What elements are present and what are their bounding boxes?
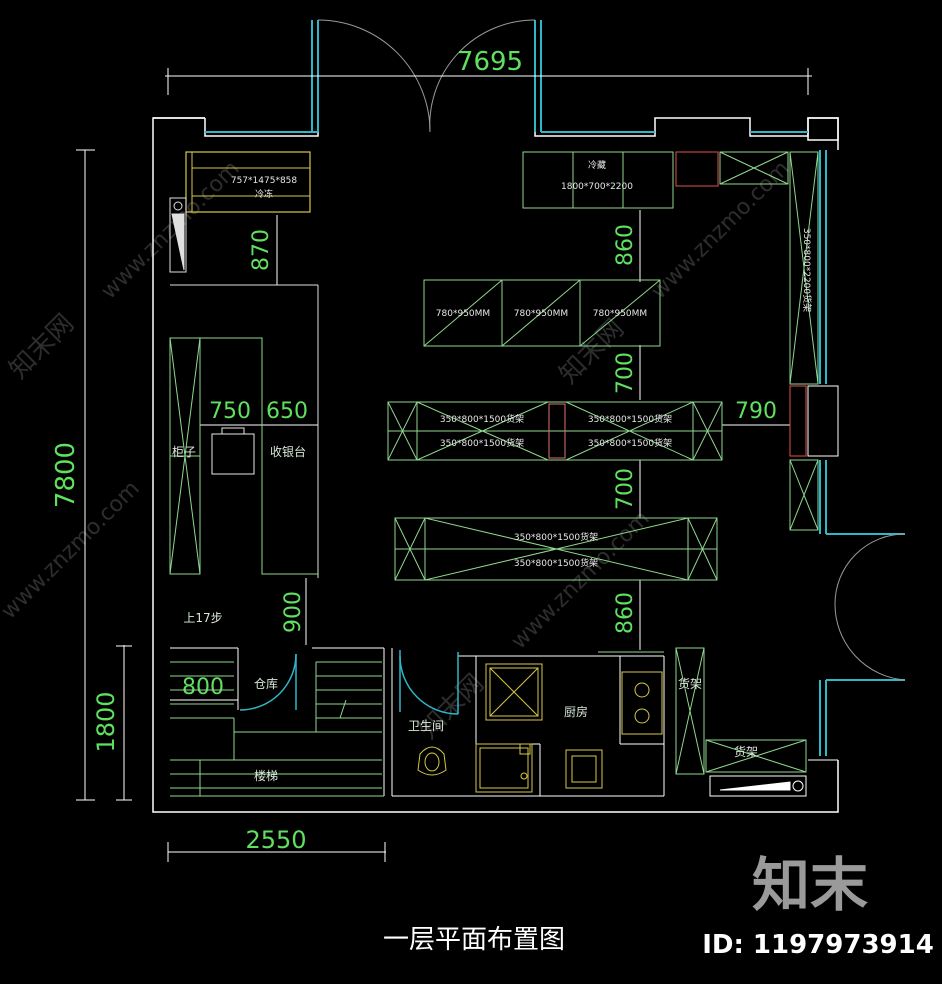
brand-logo: 知末 <box>752 851 868 919</box>
dim-bottom-width: 2550 <box>245 826 306 854</box>
storage-label: 仓库 <box>254 676 278 691</box>
dim-700-b: 700 <box>613 468 638 510</box>
dim-left-lower: 1800 <box>92 691 120 752</box>
dim-860-top: 860 <box>613 224 638 266</box>
entrance-doors <box>317 19 906 681</box>
page-title: 一层平面布置图 <box>383 925 565 955</box>
toilet-room: 卫生间 <box>399 650 533 793</box>
stairs-label: 楼梯 <box>254 768 278 783</box>
dim-top-width: 7695 <box>457 47 523 77</box>
shelf-b2-label: 350*800*1500货架 <box>514 557 598 569</box>
dim-left-height: 7800 <box>51 442 81 508</box>
dim-790: 790 <box>735 399 777 424</box>
watermark-cn-left: 知末网 <box>4 309 80 385</box>
shelf-b1-label: 350*800*1500货架 <box>514 531 598 543</box>
shelf-a1-label: 350*800*1500货架 <box>440 413 524 425</box>
cashier-label: 收银台 <box>270 444 306 459</box>
storage-door: 仓库 <box>239 653 297 711</box>
shelf-a4-label: 350*800*1500货架 <box>588 437 672 449</box>
dimension-labels: 7695 7800 1800 2550 870 860 700 700 860 … <box>51 47 777 854</box>
bottom-right-detail <box>709 759 838 797</box>
kitchen: 厨房 <box>485 651 664 789</box>
watermark-cn-center: 知末网 <box>414 669 490 745</box>
freezer-label: 冷冻 <box>255 188 273 200</box>
kitchen-shelf-2-label: 货架 <box>734 744 758 759</box>
cabinet-label: 柜子 <box>172 445 196 459</box>
kitchen-shelf-1-label: 货架 <box>678 676 702 691</box>
dimension-lines <box>76 68 812 862</box>
stairs-up-label: 上17步 <box>183 611 222 625</box>
island-3-label: 780*950MM <box>593 309 647 319</box>
kitchen-shelves: 货架 货架 <box>675 647 807 775</box>
cabinet-and-cashier: 柜子 收银台 <box>169 337 318 575</box>
dim-870: 870 <box>249 229 274 271</box>
island-2-label: 780*950MM <box>514 309 568 319</box>
watermark-left: www.znzmo.com <box>97 156 245 304</box>
kitchen-label: 厨房 <box>564 704 588 719</box>
island-1-label: 780*950MM <box>436 309 490 319</box>
right-shelves: 350*800*2200货架 <box>719 151 819 531</box>
shelf-row-a: 350*800*1500货架 350*800*1500货架 350*800*15… <box>387 401 723 461</box>
toilet-label: 卫生间 <box>408 719 444 733</box>
fridge-size: 1800*700*2200 <box>561 182 633 192</box>
dim-800: 800 <box>182 675 224 700</box>
watermark-right: www.znzmo.com <box>647 156 795 304</box>
dim-700-a: 700 <box>613 352 638 394</box>
freezer: 757*1475*858 冷冻 <box>185 151 311 213</box>
left-door-detail <box>169 197 319 578</box>
dim-860-bottom: 860 <box>613 592 638 634</box>
fridge-label: 冷藏 <box>588 159 606 171</box>
island-row: 780*950MM 780*950MM 780*950MM <box>423 279 661 347</box>
stairs: 上17步 楼梯 <box>170 611 384 797</box>
brand-id: ID: 1197973914 <box>702 930 934 960</box>
shelf-a3-label: 350*800*1500货架 <box>440 437 524 449</box>
dim-650: 650 <box>266 399 308 424</box>
shelf-row-b: 350*800*1500货架 350*800*1500货架 <box>394 517 718 581</box>
shelf-a2-label: 350*800*1500货架 <box>588 413 672 425</box>
right-wall-box <box>789 385 839 457</box>
right-shelf-label: 350*800*2200货架 <box>801 228 813 312</box>
freezer-size: 757*1475*858 <box>231 176 298 186</box>
fridge: 冷藏 1800*700*2200 <box>522 151 719 209</box>
lower-partitions <box>170 647 665 797</box>
outer-walls <box>152 117 839 813</box>
window-frames <box>205 20 905 756</box>
dim-900: 900 <box>281 591 306 633</box>
dim-750: 750 <box>209 399 251 424</box>
